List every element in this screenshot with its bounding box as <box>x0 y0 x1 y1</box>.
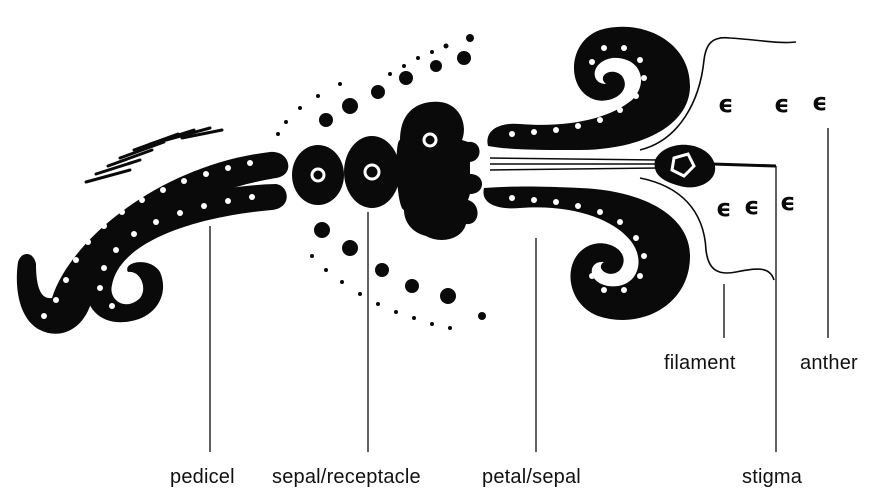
anther-glyph: ϵ <box>780 188 795 216</box>
petal-lower <box>483 187 690 320</box>
pedicel-stem <box>17 152 289 334</box>
anther-glyph: ϵ <box>718 90 733 118</box>
anther-glyph: ϵ <box>812 88 827 116</box>
sepal-dots-lower <box>310 222 486 330</box>
anther-glyph: ϵ <box>774 90 789 118</box>
label-petal-sepal: petal/sepal <box>482 466 581 489</box>
label-sepal-receptacle: sepal/receptacle <box>272 466 421 489</box>
petal-upper <box>487 27 690 150</box>
anthers: ϵ ϵ ϵ ϵ ϵ ϵ <box>716 88 827 222</box>
label-anther: anther <box>800 352 858 375</box>
label-filament: filament <box>664 352 736 375</box>
anther-glyph: ϵ <box>744 192 759 220</box>
pistil <box>655 145 776 188</box>
anther-glyph: ϵ <box>716 194 731 222</box>
label-stigma: stigma <box>742 466 802 489</box>
label-pedicel: pedicel <box>170 466 235 489</box>
petal-inner-lines <box>490 158 660 170</box>
